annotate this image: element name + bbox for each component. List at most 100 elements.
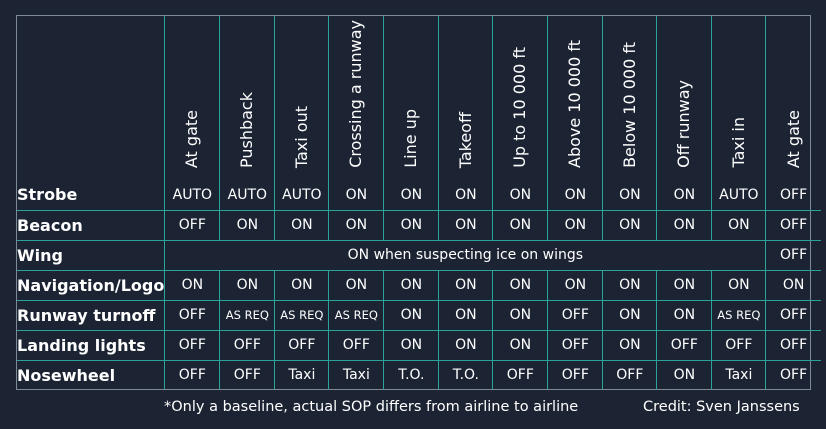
header-row: At gate Pushback Taxi out Crossing a run… — [17, 16, 821, 180]
column-header-label: Crossing a runway — [346, 20, 366, 168]
table-row: Nosewheel OFF OFF Taxi Taxi T.O. T.O. OF… — [17, 359, 821, 390]
table-cell: ON — [219, 269, 276, 301]
table-cell: ON — [164, 269, 221, 301]
table-cell: ON — [438, 180, 494, 211]
table-cell: ON — [656, 180, 713, 211]
merged-cell: ON when suspecting ice on wings — [164, 239, 767, 271]
table-cell: OFF — [711, 329, 767, 361]
table-cell: ON — [328, 209, 385, 241]
column-header: Line up — [383, 16, 440, 180]
table-cell: ON — [602, 269, 658, 301]
table-cell: ON — [547, 209, 604, 241]
table-cell: ON — [602, 329, 658, 361]
table-cell: OFF — [164, 209, 221, 241]
table-cell: ON — [438, 269, 494, 301]
column-header: Crossing a runway — [328, 16, 385, 180]
table-row: Wing ON when suspecting ice on wings OFF — [17, 239, 821, 271]
table-cell: ON — [383, 269, 440, 301]
table-cell: ON — [383, 209, 440, 241]
table-cell: ON — [656, 359, 713, 390]
table-row: Landing lights OFF OFF OFF OFF ON ON ON … — [17, 329, 821, 361]
table-cell: ON — [383, 299, 440, 331]
table-cell: OFF — [656, 329, 713, 361]
table-cell: ON — [492, 180, 549, 211]
lights-table: At gate Pushback Taxi out Crossing a run… — [17, 16, 821, 390]
table-cell: OFF — [547, 359, 604, 390]
table-cell: OFF — [164, 359, 221, 390]
column-header: At gate — [765, 16, 821, 180]
table-cell: ON — [328, 269, 385, 301]
row-label: Nosewheel — [17, 359, 166, 390]
table-cell: ON — [274, 209, 330, 241]
table-cell: ON — [219, 209, 276, 241]
table-cell: AUTO — [711, 180, 767, 211]
table-cell: OFF — [492, 359, 549, 390]
row-label: Wing — [17, 239, 166, 271]
column-header-label: Takeoff — [455, 111, 475, 168]
table-cell: OFF — [164, 299, 221, 331]
column-header-label: Taxi out — [291, 105, 311, 168]
column-header-label: Taxi in — [728, 117, 748, 168]
table-cell: ON — [492, 209, 549, 241]
table-cell: OFF — [164, 329, 221, 361]
table-cell: ON — [328, 180, 385, 211]
table-row: Runway turnoff OFF AS REQ AS REQ AS REQ … — [17, 299, 821, 331]
column-header: Takeoff — [438, 16, 494, 180]
table-cell: AUTO — [274, 180, 330, 211]
table-cell: ON — [274, 269, 330, 301]
column-header: Off runway — [656, 16, 713, 180]
footnote: *Only a baseline, actual SOP differs fro… — [164, 399, 579, 415]
table-cell: ON — [711, 269, 767, 301]
table-cell: AS REQ — [219, 299, 276, 331]
column-header-label: Below 10 000 ft — [619, 42, 639, 168]
table-cell: OFF — [547, 329, 604, 361]
table-cell: ON — [383, 180, 440, 211]
table-cell: ON — [438, 329, 494, 361]
table-cell: ON — [765, 269, 821, 301]
row-label: Runway turnoff — [17, 299, 166, 331]
corner-cell — [17, 16, 166, 180]
table-cell: AUTO — [164, 180, 221, 211]
table-cell: OFF — [547, 299, 604, 331]
row-label: Strobe — [17, 180, 166, 211]
row-label: Navigation/Logo — [17, 269, 166, 301]
column-header-label: Off runway — [674, 80, 694, 168]
column-header: Taxi in — [711, 16, 767, 180]
table-cell: OFF — [219, 329, 276, 361]
table-cell: ON — [602, 209, 658, 241]
table-row: Strobe AUTO AUTO AUTO ON ON ON ON ON ON … — [17, 180, 821, 211]
table-cell: ON — [383, 329, 440, 361]
table-cell: ON — [656, 209, 713, 241]
table-cell: OFF — [765, 180, 821, 211]
column-header-label: Up to 10 000 ft — [510, 47, 530, 168]
table-cell: ON — [602, 299, 658, 331]
table-cell: OFF — [274, 329, 330, 361]
column-header-label: At gate — [182, 109, 202, 168]
table-cell: AS REQ — [274, 299, 330, 331]
table-cell: OFF — [602, 359, 658, 390]
column-header-label: Above 10 000 ft — [565, 40, 585, 168]
table-cell: ON — [602, 180, 658, 211]
table-cell: ON — [492, 299, 549, 331]
table-cell: AS REQ — [328, 299, 385, 331]
table-cell: T.O. — [438, 359, 494, 390]
column-header: Below 10 000 ft — [602, 16, 658, 180]
table-cell: Taxi — [328, 359, 385, 390]
table-cell: ON — [492, 269, 549, 301]
table-cell: ON — [656, 299, 713, 331]
table-cell: Taxi — [711, 359, 767, 390]
table-cell: OFF — [765, 239, 821, 271]
credit-text: Credit: Sven Janssens — [643, 399, 800, 415]
table-cell: ON — [438, 209, 494, 241]
table-cell: ON — [438, 299, 494, 331]
column-header: Up to 10 000 ft — [492, 16, 549, 180]
table-cell: OFF — [765, 209, 821, 241]
column-header: At gate — [164, 16, 221, 180]
column-header: Pushback — [219, 16, 276, 180]
table-cell: ON — [547, 180, 604, 211]
table-cell: ON — [492, 329, 549, 361]
table-cell: Taxi — [274, 359, 330, 390]
column-header: Above 10 000 ft — [547, 16, 604, 180]
table-cell: AS REQ — [711, 299, 767, 331]
table-row: Beacon OFF ON ON ON ON ON ON ON ON ON ON… — [17, 209, 821, 241]
